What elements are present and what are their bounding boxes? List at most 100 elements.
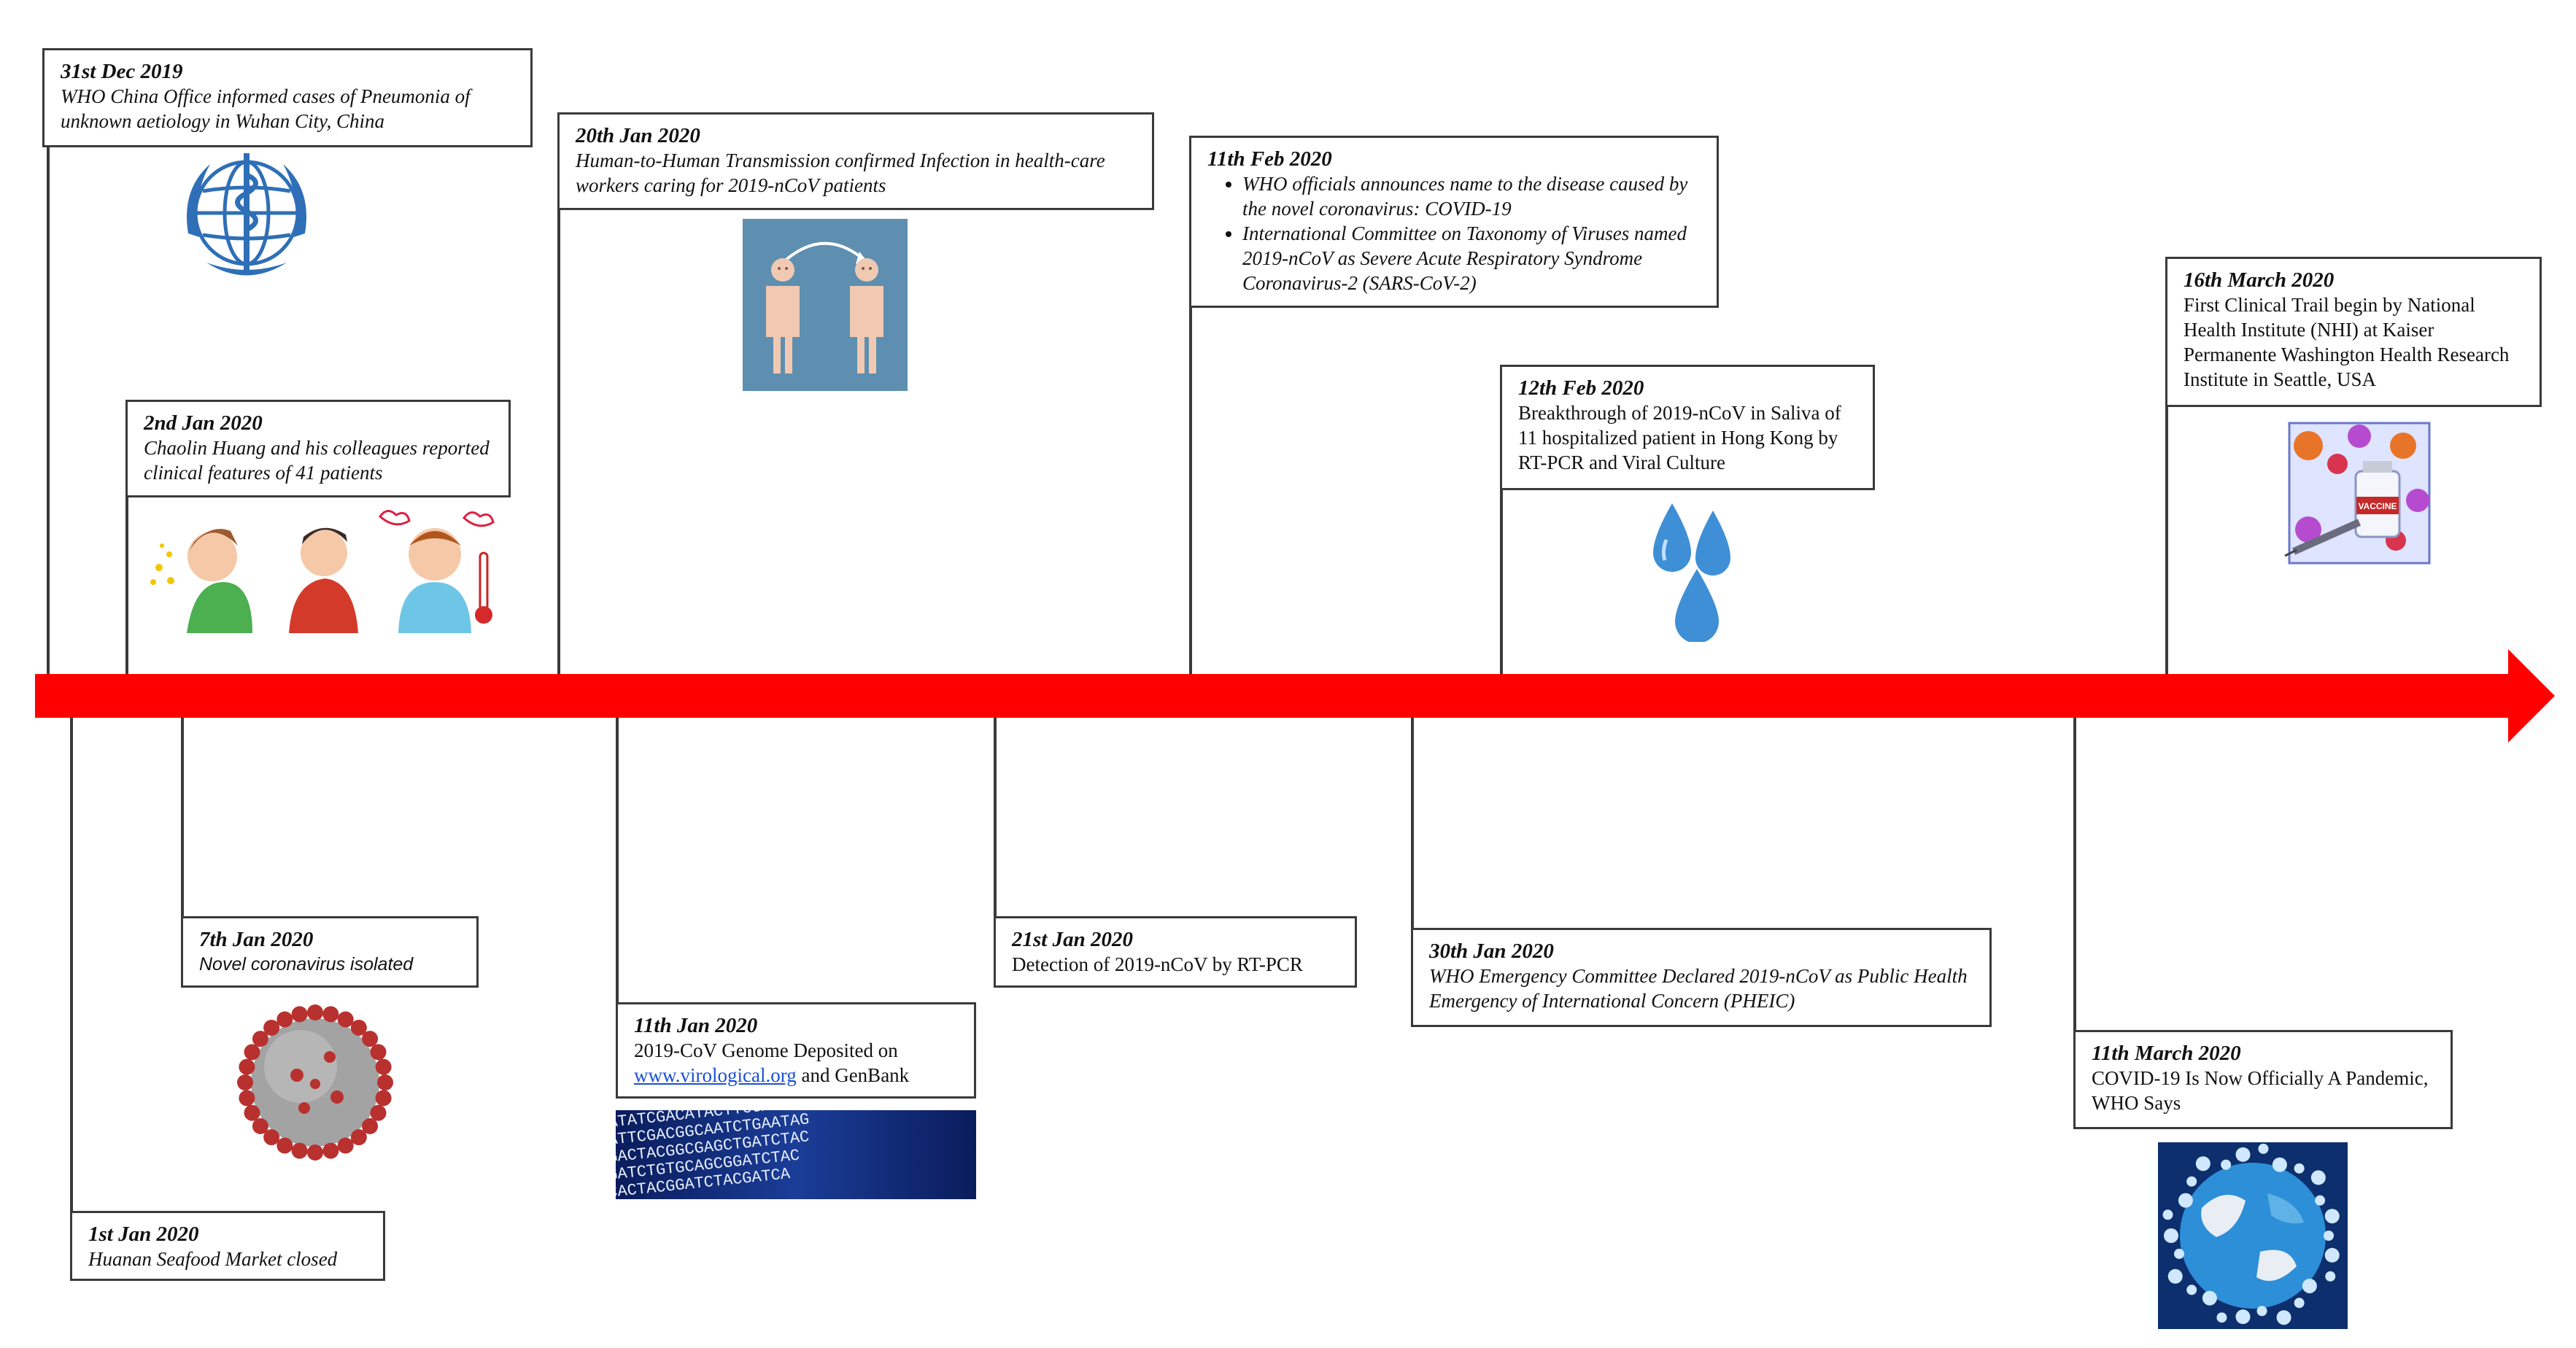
spike-protein [377, 1074, 393, 1091]
spike-protein [252, 1031, 268, 1047]
event-date: 20th Jan 2020 [576, 124, 700, 147]
event-text: Human-to-Human Transmission confirmed In… [576, 150, 1105, 196]
virus-particle [2294, 1298, 2305, 1309]
spike-protein [370, 1104, 387, 1121]
event-21-jan-2020: 21st Jan 2020 Detection of 2019-nCoV by … [994, 916, 1357, 988]
event-date: 11th Jan 2020 [634, 1014, 758, 1037]
spike-protein [239, 1090, 255, 1107]
event-date: 21st Jan 2020 [1012, 928, 1133, 951]
event-20-jan-2020: 20th Jan 2020 Human-to-Human Transmissio… [557, 112, 1154, 210]
virus-particle [2324, 1247, 2340, 1263]
coronavirus-icon [237, 1004, 393, 1161]
spike-protein [375, 1058, 392, 1075]
genome-text-2: and GenBank [796, 1064, 910, 1086]
event-text: Breakthrough of 2019-nCoV in Saliva of 1… [1518, 402, 1841, 473]
event-text: Huanan Seafood Market closed [88, 1248, 338, 1270]
spike-protein [291, 1142, 308, 1159]
spike-protein [337, 1137, 354, 1154]
event-date: 1st Jan 2020 [88, 1223, 199, 1246]
event-16-march-2020: 16th March 2020 First Clinical Trail beg… [2165, 257, 2542, 407]
event-date: 11th March 2020 [2092, 1042, 2241, 1065]
event-text: Novel coronavirus isolated [199, 954, 414, 975]
event-date: 31st Dec 2019 [61, 60, 183, 83]
event-11-jan-2020: 11th Jan 2020 2019-CoV Genome Deposited … [616, 1002, 976, 1099]
virus-particle [2302, 1278, 2317, 1293]
virus-particle [2216, 1312, 2227, 1323]
virus-particle [2310, 1170, 2326, 1185]
virus-particle [2167, 1268, 2183, 1284]
spike-protein [362, 1031, 379, 1047]
event-text: Chaolin Huang and his colleagues reporte… [144, 437, 490, 484]
spike-protein [237, 1074, 253, 1091]
vaccine-label: VACCINE [2358, 501, 2397, 511]
spike-protein [252, 1117, 268, 1134]
event-date: 30th Jan 2020 [1429, 940, 1554, 963]
virus-particle [2178, 1193, 2193, 1208]
virological-link[interactable]: www.virological.org [634, 1064, 797, 1086]
virus-particle [2272, 1157, 2287, 1172]
spike-protein [322, 1142, 339, 1159]
event-text: 2019-CoV Genome Deposited on www.virologi… [634, 1038, 958, 1088]
event-text: Detection of 2019-nCoV by RT-PCR [1012, 953, 1303, 975]
spike-protein [322, 1006, 339, 1023]
globe-pandemic-icon [2158, 1142, 2348, 1329]
event-date: 11th Feb 2020 [1207, 147, 1332, 171]
event-11-march-2020: 11th March 2020 COVID-19 Is Now Official… [2073, 1030, 2453, 1129]
spike-protein [307, 1144, 323, 1161]
virus-particle [2256, 1306, 2267, 1317]
event-30-jan-2020: 30th Jan 2020 WHO Emergency Committee De… [1411, 928, 1992, 1027]
event-text: COVID-19 Is Now Officially A Pandemic, W… [2092, 1067, 2429, 1114]
symptoms-illustration [150, 510, 495, 633]
spike-protein [263, 1129, 280, 1146]
virus-particle [2315, 1195, 2326, 1206]
virus-particle [2202, 1290, 2217, 1306]
who-emblem-icon [187, 153, 306, 276]
virus-particle [2324, 1231, 2334, 1241]
event-11-feb-2020: 11th Feb 2020 WHO officials announces na… [1189, 136, 1719, 308]
genome-text: 2019-CoV Genome Deposited on [634, 1039, 898, 1061]
virus-particle [2164, 1228, 2178, 1243]
spike-protein [263, 1019, 280, 1036]
event-date: 16th March 2020 [2184, 268, 2335, 292]
virus-particle [2258, 1143, 2269, 1154]
spike-protein [350, 1129, 367, 1146]
saliva-drops-icon [1653, 503, 1730, 642]
spike-protein [239, 1058, 255, 1075]
event-1-jan-2020: 1st Jan 2020 Huanan Seafood Market close… [70, 1211, 385, 1281]
virus-particle [2221, 1159, 2232, 1170]
spike-protein [276, 1011, 293, 1028]
spike-protein [307, 1004, 323, 1020]
virus-particle [2186, 1176, 2197, 1187]
event-2-jan-2020: 2nd Jan 2020 Chaolin Huang and his colle… [125, 400, 511, 497]
spike-protein [375, 1090, 392, 1107]
virus-particle [2174, 1248, 2185, 1259]
bullet-item: International Committee on Taxonomy of V… [1242, 221, 1701, 295]
spike-protein [370, 1044, 387, 1061]
spike-protein [350, 1019, 367, 1036]
event-31-dec-2019: 31st Dec 2019 WHO China Office informed … [42, 48, 533, 147]
event-text: First Clinical Trail begin by National H… [2184, 294, 2510, 390]
spike-protein [276, 1137, 293, 1154]
event-text: WHO China Office informed cases of Pneum… [61, 85, 471, 132]
virus-particle [2235, 1147, 2251, 1162]
virus-particle [2324, 1209, 2340, 1224]
dna-sequence-image: ATATCGACATACTTCGATCG ATTCGACGGCAATCTGAAT… [616, 1110, 976, 1199]
spike-protein [291, 1006, 308, 1023]
virus-particle [2186, 1285, 2197, 1295]
event-12-feb-2020: 12th Feb 2020 Breakthrough of 2019-nCoV … [1500, 365, 1875, 490]
spike-protein [362, 1117, 379, 1134]
event-date: 7th Jan 2020 [199, 928, 314, 951]
event-7-jan-2020: 7th Jan 2020 Novel coronavirus isolated [181, 916, 479, 988]
spike-protein [337, 1011, 354, 1028]
event-date: 2nd Jan 2020 [144, 411, 263, 435]
virus-particle [2162, 1209, 2173, 1220]
spike-protein [244, 1104, 260, 1121]
virus-particle [2294, 1163, 2305, 1174]
event-date: 12th Feb 2020 [1518, 376, 1644, 400]
event-text: WHO Emergency Committee Declared 2019-nC… [1429, 965, 1968, 1012]
virus-particle [2325, 1271, 2336, 1282]
vaccine-icon: VACCINE [2284, 422, 2431, 565]
bullet-item: WHO officials announces name to the dise… [1242, 171, 1701, 221]
virus-particle [2195, 1156, 2211, 1171]
